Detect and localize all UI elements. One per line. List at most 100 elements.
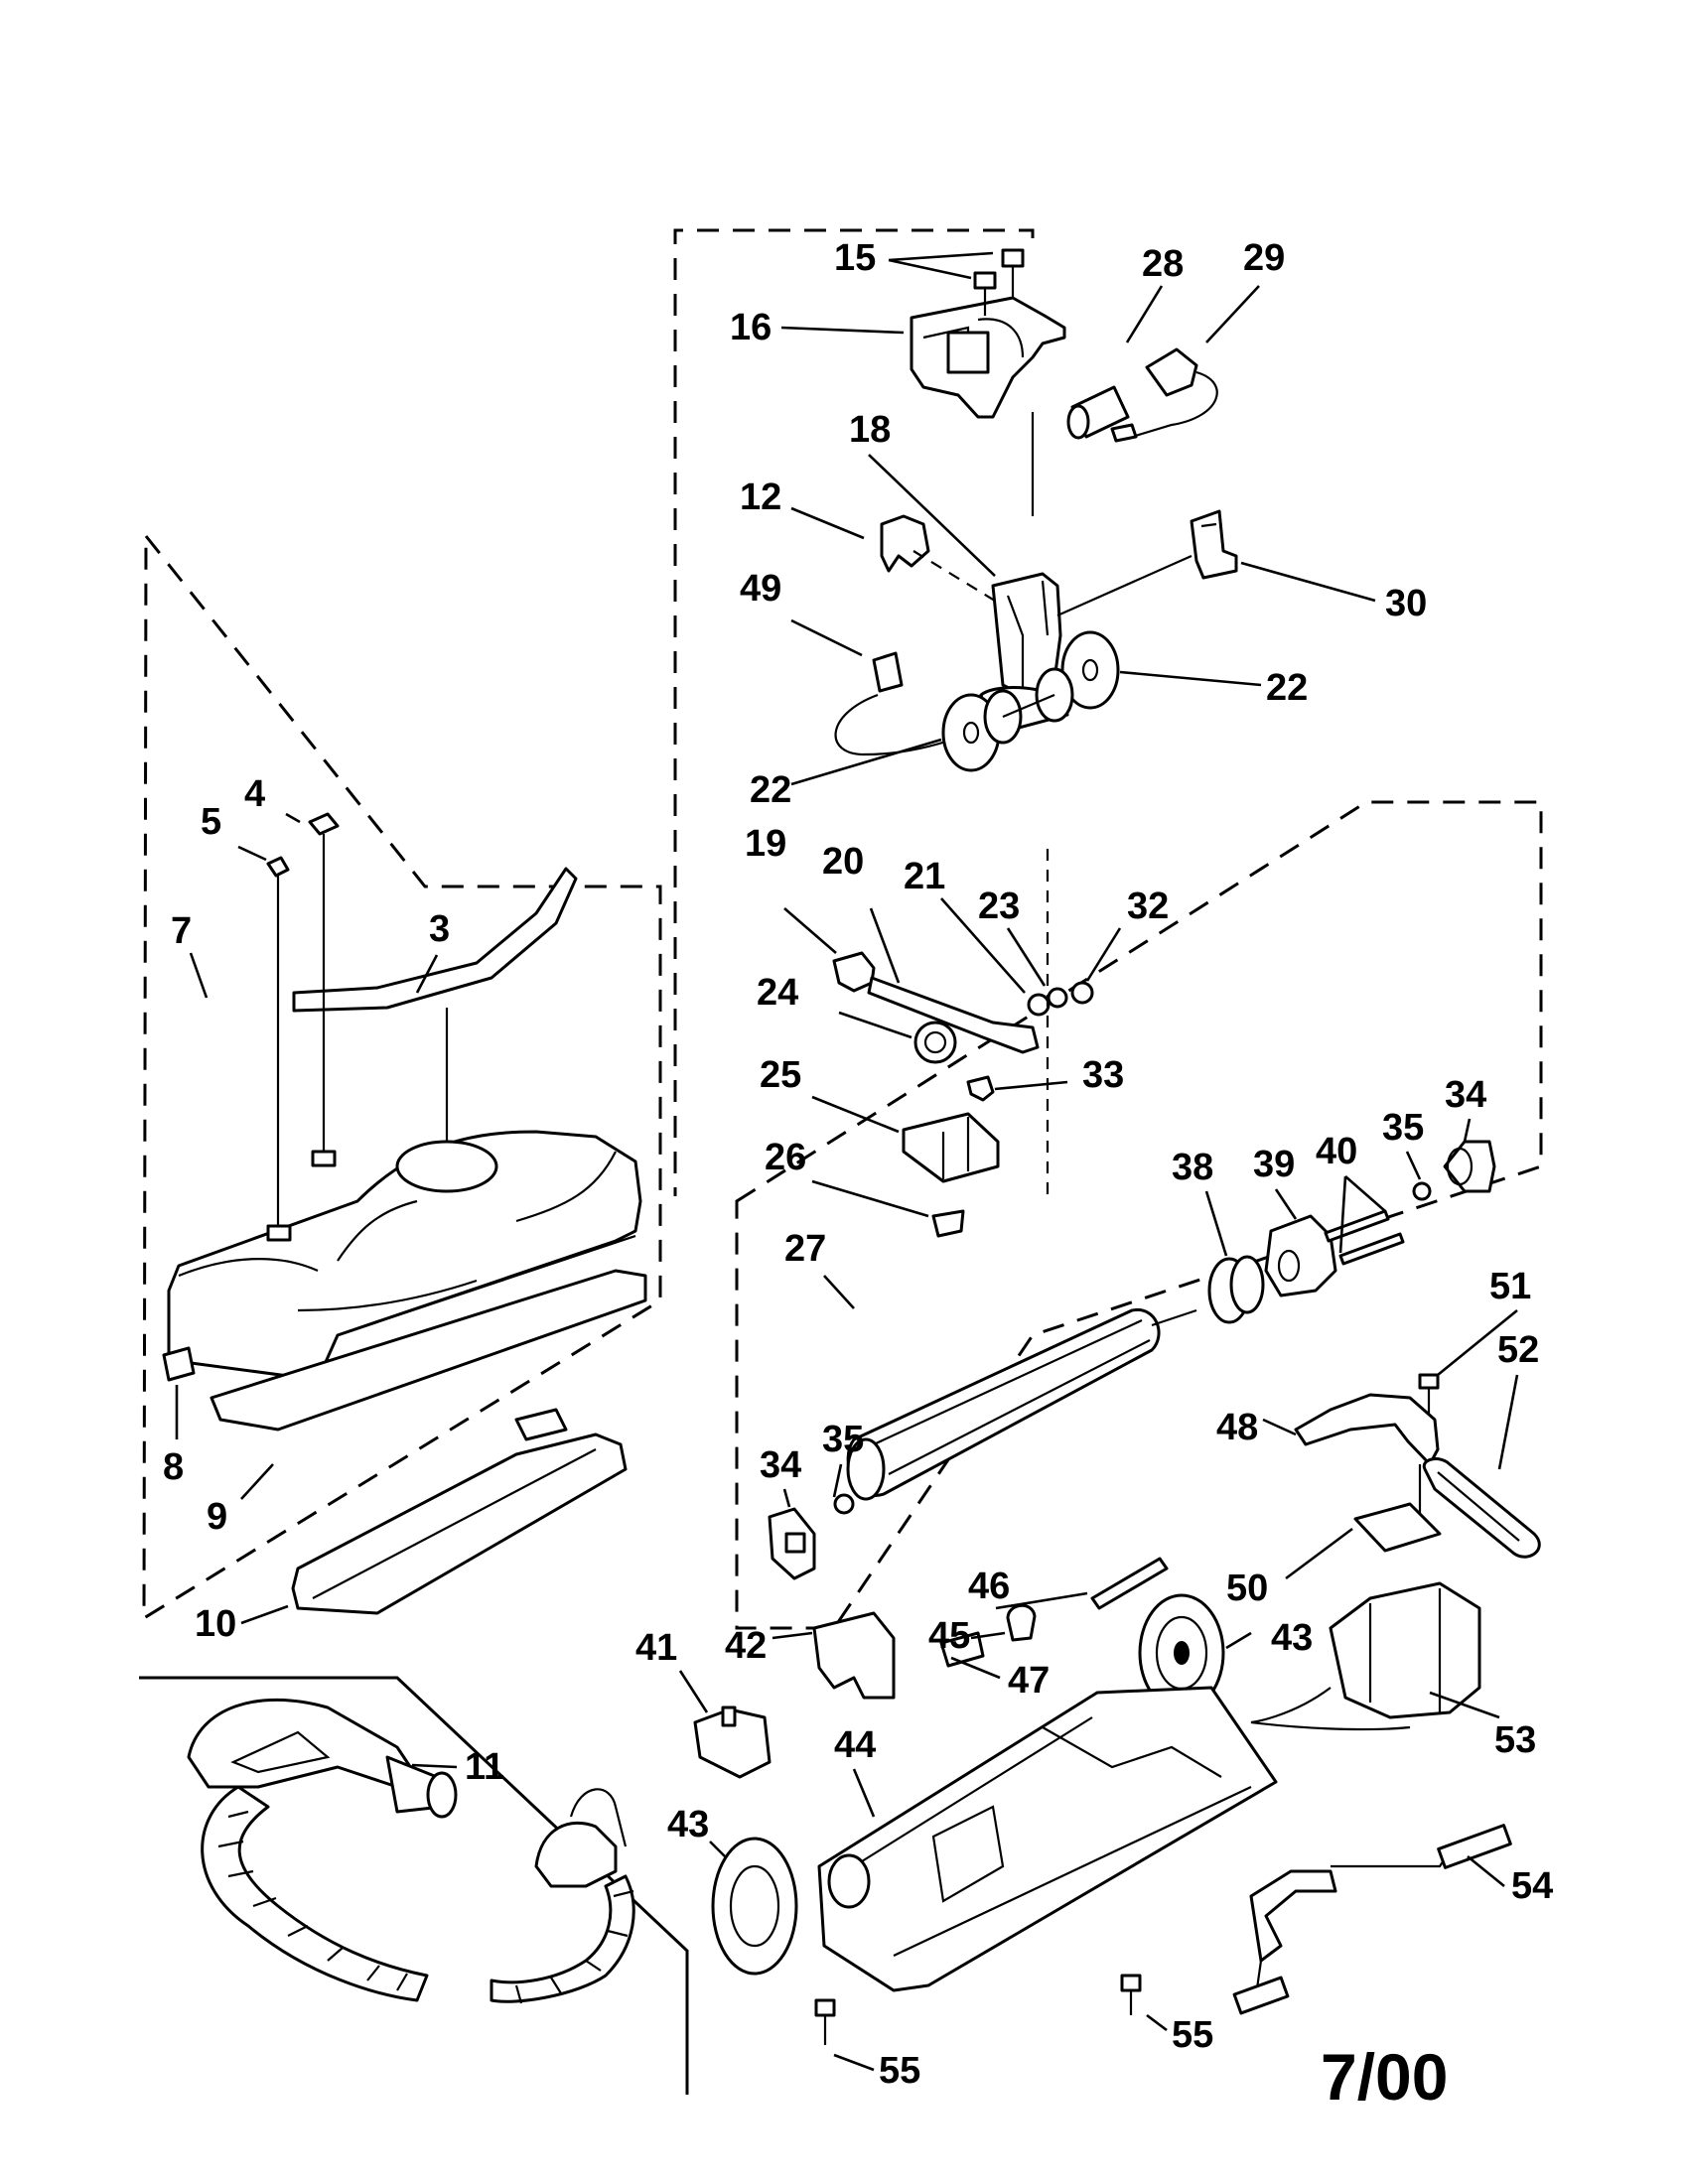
socket-29 [1110,347,1218,443]
screw-15-upper [1001,248,1025,298]
pedal-dashline [912,550,1004,607]
callout-30: 30 [1385,583,1427,624]
nozzle-assembly-bracket [673,228,1035,1196]
callout-12: 12 [740,477,781,518]
strip-46 [1090,1557,1169,1610]
callout-43-lower: 43 [667,1804,709,1845]
bracket-42 [812,1611,896,1700]
callout-55-left: 55 [879,2050,920,2092]
date-code: 7/00 [1321,2040,1448,2114]
callout-52: 52 [1497,1329,1539,1371]
callout-33: 33 [1082,1054,1124,1096]
end-cap-34-right [1443,1140,1496,1193]
callout-43-upper: 43 [1271,1617,1313,1659]
callout-18: 18 [849,409,891,451]
callout-34-left: 34 [760,1444,801,1486]
callout-labels: 15 16 28 29 18 12 30 49 22 22 4 5 7 3 19… [163,237,1553,2092]
screws-40 [1324,1209,1405,1266]
callout-29: 29 [1243,237,1285,279]
screw-15-lower [973,271,997,316]
callout-42: 42 [725,1625,767,1667]
callout-16: 16 [730,307,772,348]
callout-10: 10 [195,1603,236,1645]
axle-wheels [983,667,1074,745]
callout-35-right: 35 [1382,1107,1424,1149]
callout-46: 46 [968,1566,1010,1607]
motor-53 [1250,1581,1481,1731]
hose-kit-separator [139,1676,689,2095]
pulley-43-upper [1138,1593,1225,1712]
switch-bracket-16 [910,296,1066,419]
belt-52 [1422,1457,1541,1559]
bulb-28 [1066,385,1130,440]
callout-44: 44 [834,1724,876,1766]
callout-47: 47 [1008,1660,1050,1702]
end-cap-38 [1207,1255,1265,1324]
brushroll [846,1308,1197,1501]
hood [167,1130,642,1382]
callout-34-right: 34 [1445,1074,1486,1116]
callout-45: 45 [928,1615,970,1657]
belt-guard-48 [1294,1393,1440,1466]
washer-23 [1047,987,1068,1009]
filter-pad-50 [1353,1502,1442,1553]
knob-19 [832,951,876,993]
clip-33 [966,1075,995,1102]
cap-8 [162,1346,196,1382]
callout-28: 28 [1142,243,1184,285]
callout-54: 54 [1511,1865,1553,1907]
screw-51 [1418,1373,1440,1425]
callout-23: 23 [978,886,1020,927]
callout-20: 20 [822,841,864,883]
callout-22-left: 22 [750,769,791,811]
callout-11: 11 [465,1746,504,1788]
callout-40: 40 [1316,1131,1357,1172]
handle-crank-54 [1232,1824,1512,2015]
callout-19: 19 [745,823,786,865]
callout-21: 21 [904,856,945,897]
callout-15: 15 [834,237,876,279]
plug-5 [266,856,290,1231]
callout-27: 27 [784,1228,826,1270]
washer-21 [1027,993,1051,1017]
bracket-25 [902,1112,1000,1183]
washer-35-left [833,1493,855,1515]
ring-32 [1070,981,1094,1005]
callout-48: 48 [1216,1407,1258,1448]
bumper-3 [292,867,578,1013]
callout-55-right: 55 [1172,2014,1213,2056]
lever-20 [867,976,1040,1054]
callout-25: 25 [760,1054,801,1096]
hood-assembly-outline [142,531,662,1621]
end-cap-34-left [768,1507,816,1580]
neck-dashline [1056,554,1193,617]
base-44 [817,1686,1278,1992]
brush-45 [1006,1603,1037,1642]
hose [201,1785,635,2004]
callout-22-right: 22 [1266,667,1308,709]
pedal-12 [880,514,930,573]
callout-53: 53 [1494,1719,1536,1761]
screw-55-left [814,1998,836,2045]
cord-hook-30 [1190,509,1238,580]
callout-24: 24 [757,972,798,1014]
callout-39: 39 [1253,1144,1295,1185]
callout-8: 8 [163,1446,184,1488]
callout-5: 5 [201,801,221,843]
callout-3: 3 [429,908,450,950]
bearing-39 [1264,1214,1337,1297]
callout-26: 26 [765,1137,806,1178]
callout-51: 51 [1489,1266,1531,1307]
wheel-43-lower [711,1837,798,1976]
washer-35-right [1412,1181,1432,1201]
callout-32: 32 [1127,886,1169,927]
callout-41: 41 [635,1627,677,1669]
callout-38: 38 [1172,1147,1213,1188]
spacer-26 [931,1209,965,1238]
callout-9: 9 [207,1496,227,1538]
callout-7: 7 [171,910,192,952]
callout-50: 50 [1226,1568,1268,1609]
filter-9 [210,1269,647,1432]
knob-24 [913,1021,957,1064]
